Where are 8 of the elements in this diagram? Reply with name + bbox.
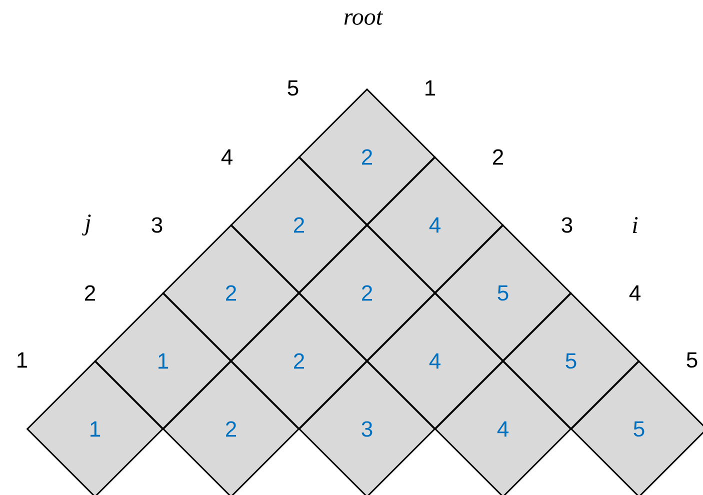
index-label: 1 bbox=[18, 352, 28, 368]
index-label: 5 bbox=[288, 80, 298, 96]
index-label: 2 bbox=[85, 285, 96, 301]
axis-label: i bbox=[633, 217, 638, 233]
index-label: 3 bbox=[152, 217, 162, 233]
axis-label: j bbox=[82, 214, 91, 236]
index-label: 4 bbox=[221, 149, 232, 165]
axis-label: root bbox=[344, 11, 384, 25]
